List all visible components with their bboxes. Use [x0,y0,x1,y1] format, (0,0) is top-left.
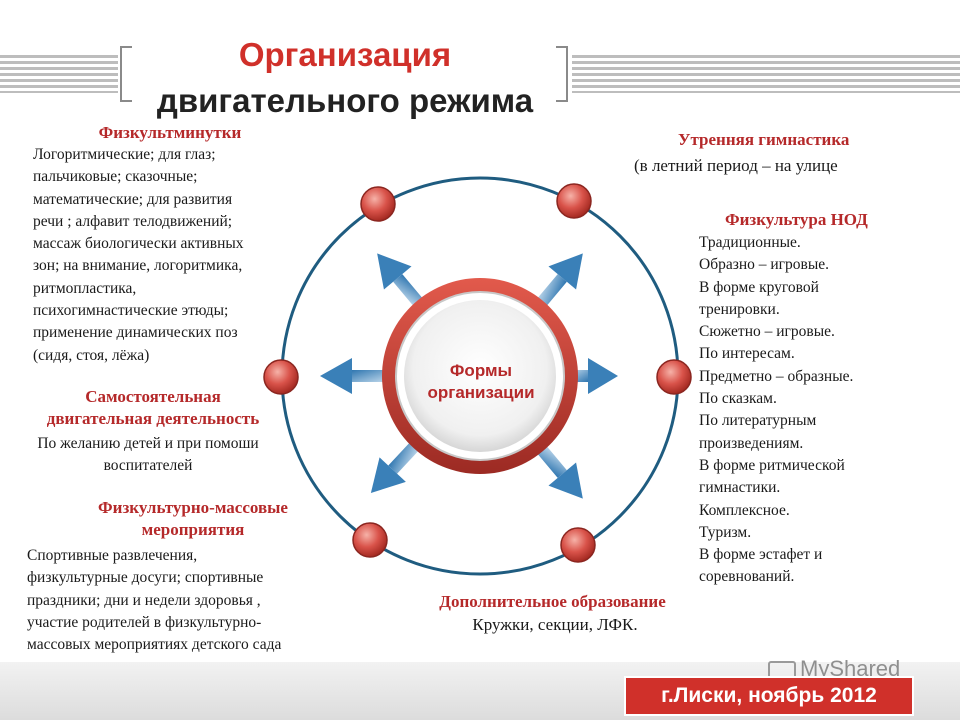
fizkultminutki-line: массаж биологически активных [33,235,244,253]
nod-line: По сказкам. [699,390,777,408]
node-samostoyatelnaya [263,359,299,395]
fizkultminutki-line: пальчиковые; сказочные; [33,168,198,186]
samostoyatelnaya-heading: Самостоятельная двигательная деятельност… [8,386,298,430]
fizkultminutki-line: математические; для развития [33,190,233,208]
node-utrennyaya [556,183,592,219]
fizkultminutki-line: психогимнастические этюды; [33,302,229,320]
center-label: Формы организации [395,360,567,404]
nod-line: Сюжетно – игровые. [699,323,835,341]
samostoyatelnaya-heading-line-1: Самостоятельная [85,387,221,406]
fizkultminutki-heading: Физкультминутки [98,123,242,142]
nod-line: По литературным [699,412,817,430]
fizkultminutki-line: Логоритмические; для глаз; [33,146,216,163]
fizkultminutki-line: зон; на внимание, логоритмика, [33,257,243,275]
utrennyaya-heading: Утренняя гимнастика [678,130,850,149]
header-stripes-left [0,55,118,93]
dopolnitelnoe-heading: Дополнительное образование [439,592,666,611]
nod-text: Традиционные. Образно – игровые. В форме… [699,232,899,589]
nod-line: В форме круговой [699,278,819,296]
page-title: Организация двигательного режима [130,32,560,124]
nod-line: Комплексное. [699,501,790,519]
center-label-line-1: Формы [449,361,513,380]
massovye-heading: Физкультурно-массовые мероприятия [58,497,328,541]
nod-line: По интересам. [699,345,795,363]
fizkultminutki-line: речи ; алфавит телодвижений; [33,212,233,230]
node-massovye [352,522,388,558]
massovye-text: Спортивные развлечения, физкультурные до… [27,545,347,656]
fizkultminutki-text: Логоритмические; для глаз; пальчиковые; … [33,144,333,367]
nod-heading: Физкультура НОД [725,210,868,229]
samostoyatelnaya-heading-line-2: двигательная деятельность [46,409,260,428]
page-title-line-2: двигательного режима [156,82,534,119]
massovye-line: праздники; дни и недели здоровья , [27,591,261,609]
dopolnitelnoe-text: Кружки, секции, ЛФК. [472,615,638,634]
title-bracket-left [120,46,132,102]
massovye-line: массовых мероприятиях детского сада [27,636,282,654]
nod-line: гимнастики. [699,479,781,497]
fizkultminutki-line: ритмопластика, [33,279,137,297]
nod-line: В форме ритмической [699,456,845,474]
arrow-left [320,358,392,394]
node-fizkultminutki [360,186,396,222]
utrennyaya-text: (в летний период – на улице [634,156,838,175]
header-stripes-right [572,55,960,93]
nod-line: Образно – игровые. [699,256,830,274]
massovye-heading-line-2: мероприятия [141,520,245,539]
nod-line: Традиционные. [699,234,801,251]
nod-line: В форме эстафет и [699,546,823,564]
hub-core [404,300,556,452]
node-nod [656,359,692,395]
samostoyatelnaya-line: воспитателей [103,457,193,475]
nod-line: Туризм. [699,523,752,541]
fizkultminutki-line: (сидя, стоя, лёжа) [33,346,150,364]
nod-line: произведениям. [699,434,804,452]
footer-place-date: г.Лиски, ноябрь 2012 [624,676,914,716]
massovye-line: Спортивные развлечения, [27,547,198,564]
massovye-line: участие родителей в физкультурно- [27,613,262,631]
page-title-line-1: Организация [238,36,452,73]
center-label-line-2: организации [427,383,535,402]
nod-line: Предметно – образные. [699,367,854,385]
massovye-heading-line-1: Физкультурно-массовые [98,498,288,517]
samostoyatelnaya-line: По желанию детей и при помоши [37,435,259,452]
samostoyatelnaya-text: По желанию детей и при помоши воспитател… [6,433,290,478]
node-dopolnitelnoe [560,527,596,563]
fizkultminutki-line: применение динамических поз [33,324,238,342]
nod-line: тренировки. [699,300,780,318]
title-bracket-right [556,46,568,102]
nod-line: соревнований. [699,568,795,586]
massovye-line: физкультурные досуги; спортивные [27,569,264,587]
